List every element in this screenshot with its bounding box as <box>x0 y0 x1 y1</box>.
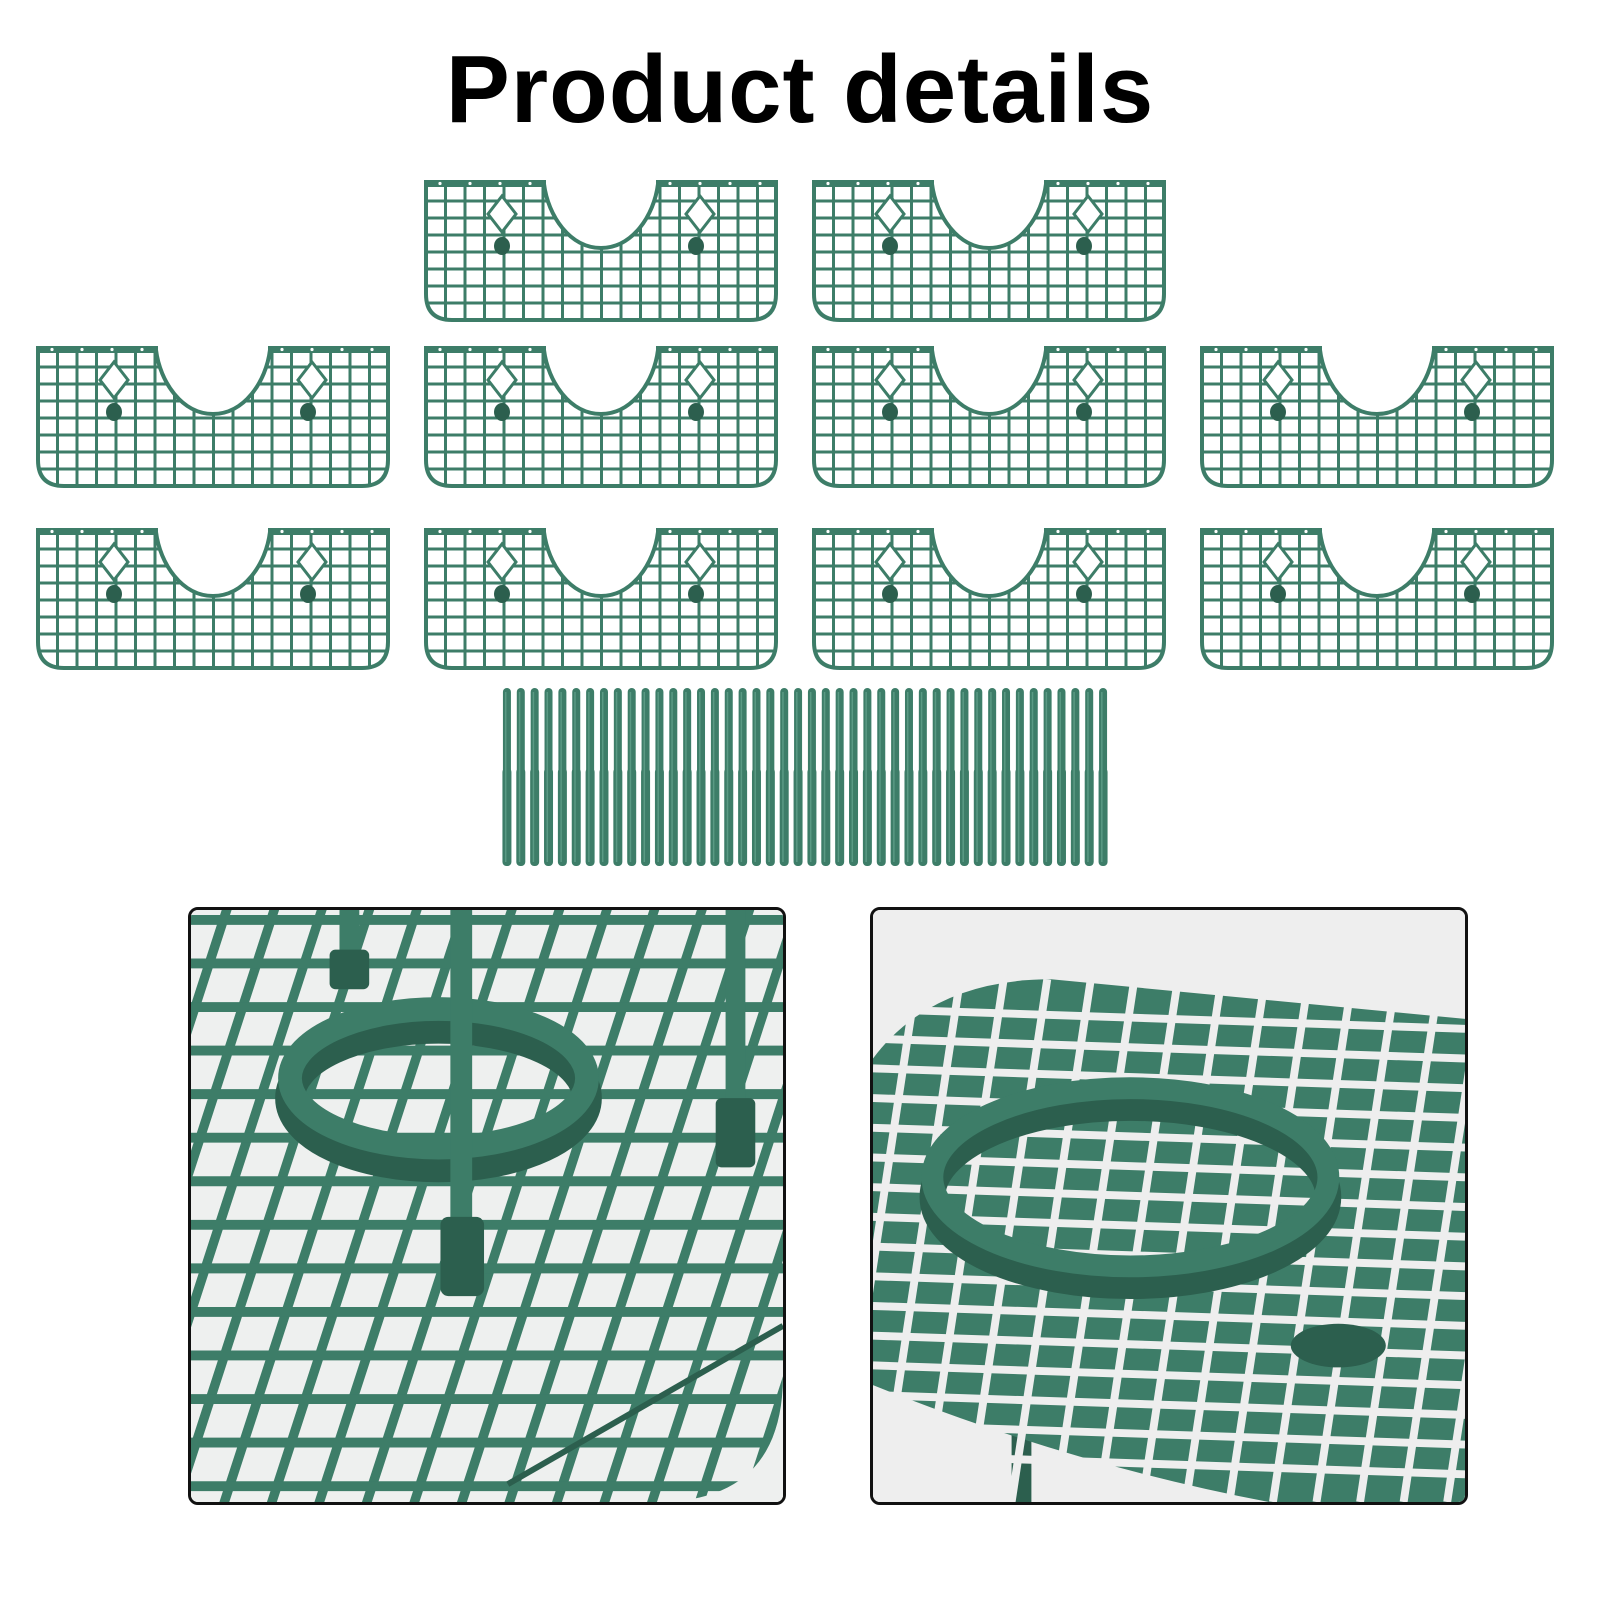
grid-support-panel <box>420 342 782 492</box>
connecting-rod <box>502 688 512 866</box>
connecting-rod <box>973 688 983 866</box>
connecting-rod <box>959 688 969 866</box>
ring-clip <box>275 997 602 1183</box>
closeup-assembled-ring-with-rods <box>188 907 786 1505</box>
connecting-rod <box>585 688 595 866</box>
connecting-rod <box>821 688 831 866</box>
connecting-rod <box>516 688 526 866</box>
connecting-rod <box>807 688 817 866</box>
grid-support-panel <box>1196 342 1558 492</box>
connecting-rod <box>571 688 581 866</box>
connecting-rod <box>668 688 678 866</box>
connecting-rod <box>918 688 928 866</box>
connecting-rod <box>544 688 554 866</box>
connecting-rod <box>1015 688 1025 866</box>
connecting-rod <box>599 688 609 866</box>
connecting-rods-group <box>500 688 1110 868</box>
grid-support-panel <box>32 342 394 492</box>
connecting-rod <box>751 688 761 866</box>
grid-support-panel <box>808 342 1170 492</box>
connecting-rod <box>1070 688 1080 866</box>
connecting-rod <box>641 688 651 866</box>
grid-support-panel <box>32 524 394 674</box>
connecting-rod <box>904 688 914 866</box>
connecting-rod <box>932 688 942 866</box>
connecting-rod <box>793 688 803 866</box>
connecting-rod <box>1029 688 1039 866</box>
connecting-rod <box>765 688 775 866</box>
connecting-rod <box>835 688 845 866</box>
connecting-rod <box>876 688 886 866</box>
page-title: Product details <box>445 36 1155 143</box>
connecting-rod <box>849 688 859 866</box>
connecting-rod <box>627 688 637 866</box>
connecting-rod <box>557 688 567 866</box>
connecting-rod <box>862 688 872 866</box>
connecting-rod <box>682 688 692 866</box>
connecting-rod <box>1043 688 1053 866</box>
grid-support-panel <box>808 524 1170 674</box>
closeup-ring-and-grid-side-view <box>870 907 1468 1505</box>
grid-support-panel <box>1196 524 1558 674</box>
connecting-rod <box>1098 688 1108 866</box>
connecting-rod <box>710 688 720 866</box>
connecting-rod <box>738 688 748 866</box>
connecting-rod <box>1056 688 1066 866</box>
connecting-rod <box>724 688 734 866</box>
connecting-rod <box>1001 688 1011 866</box>
grid-support-panel <box>808 176 1170 326</box>
connecting-rod <box>946 688 956 866</box>
grid-support-panel <box>420 524 782 674</box>
connecting-rod <box>779 688 789 866</box>
grid-support-panel <box>420 176 782 326</box>
connecting-rod <box>696 688 706 866</box>
connecting-rod <box>1084 688 1094 866</box>
connecting-rod <box>890 688 900 866</box>
connecting-rod <box>613 688 623 866</box>
connecting-rod <box>987 688 997 866</box>
connecting-rod <box>654 688 664 866</box>
connecting-rod <box>530 688 540 866</box>
